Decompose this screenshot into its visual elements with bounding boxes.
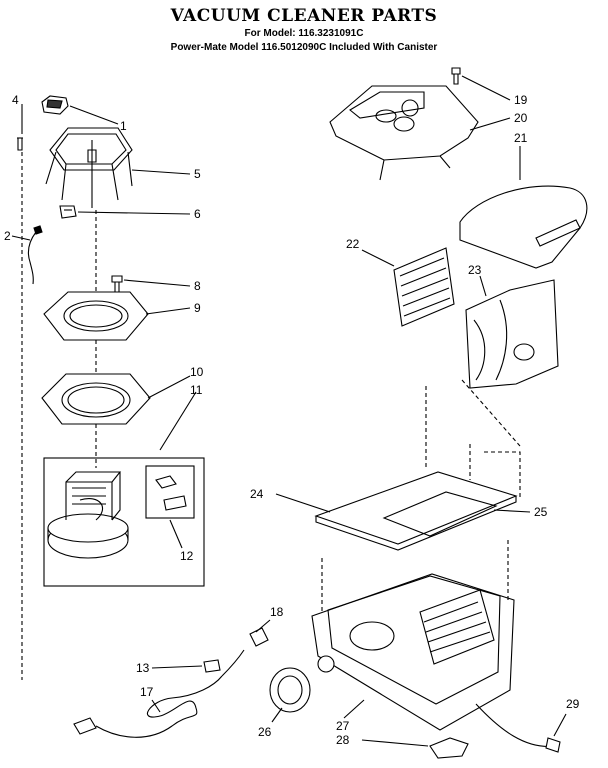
part-foot-28 — [429, 737, 469, 759]
part-gasket-10 — [41, 373, 151, 425]
callout-6: 6 — [194, 207, 201, 221]
callout-17: 17 — [140, 685, 154, 699]
part-canister-cover — [459, 185, 588, 269]
part-power-cord — [73, 649, 245, 738]
callout-2: 2 — [4, 229, 11, 243]
leader-lines — [11, 75, 567, 747]
part-wire-lead — [27, 231, 37, 285]
part-clip-6 — [59, 205, 77, 219]
callout-21: 21 — [514, 131, 528, 145]
callout-25: 25 — [534, 505, 548, 519]
callout-13: 13 — [136, 661, 150, 675]
part-handle-top — [329, 85, 479, 181]
callout-4: 4 — [12, 93, 19, 107]
diagram-title: VACUUM CLEANER PARTS — [170, 6, 438, 26]
part-filter-grille — [393, 247, 455, 327]
part-brush-kit-box — [145, 465, 195, 519]
part-bushing-18 — [249, 627, 269, 647]
callout-28: 28 — [336, 733, 350, 747]
part-motor-bracket — [45, 127, 133, 208]
callout-22: 22 — [346, 237, 360, 251]
callout-26: 26 — [258, 725, 272, 739]
callout-10: 10 — [190, 365, 204, 379]
part-motor — [47, 471, 129, 559]
part-canister-lid — [314, 471, 518, 551]
part-wheel — [269, 667, 311, 713]
callout-8: 8 — [194, 279, 201, 293]
callout-labels: 1 2 4 5 6 8 9 10 11 12 13 17 18 19 20 21… — [4, 93, 580, 747]
powermate-model-line: Power-Mate Model 116.5012090C Included W… — [170, 42, 438, 53]
part-screw-19 — [451, 67, 461, 85]
callout-1: 1 — [120, 119, 127, 133]
callout-9: 9 — [194, 301, 201, 315]
callout-29: 29 — [566, 697, 580, 711]
callout-27: 27 — [336, 719, 350, 733]
model-number-line: For Model: 116.3231091C — [244, 28, 364, 39]
callout-24: 24 — [250, 487, 264, 501]
part-canister-body — [311, 573, 515, 731]
callout-18: 18 — [270, 605, 284, 619]
part-cable-29 — [475, 703, 557, 748]
part-screw-4 — [17, 137, 23, 151]
callout-12: 12 — [180, 549, 194, 563]
part-gasket-9 — [43, 291, 149, 341]
callout-20: 20 — [514, 111, 528, 125]
callout-11: 11 — [190, 383, 203, 397]
callout-19: 19 — [514, 93, 528, 107]
part-connector-13 — [203, 659, 221, 673]
part-switch — [41, 95, 69, 115]
callout-23: 23 — [468, 263, 482, 277]
callout-5: 5 — [194, 167, 201, 181]
part-dust-bag — [465, 279, 559, 389]
part-screw-8 — [111, 275, 123, 293]
part-motor-kit-box — [43, 457, 205, 587]
